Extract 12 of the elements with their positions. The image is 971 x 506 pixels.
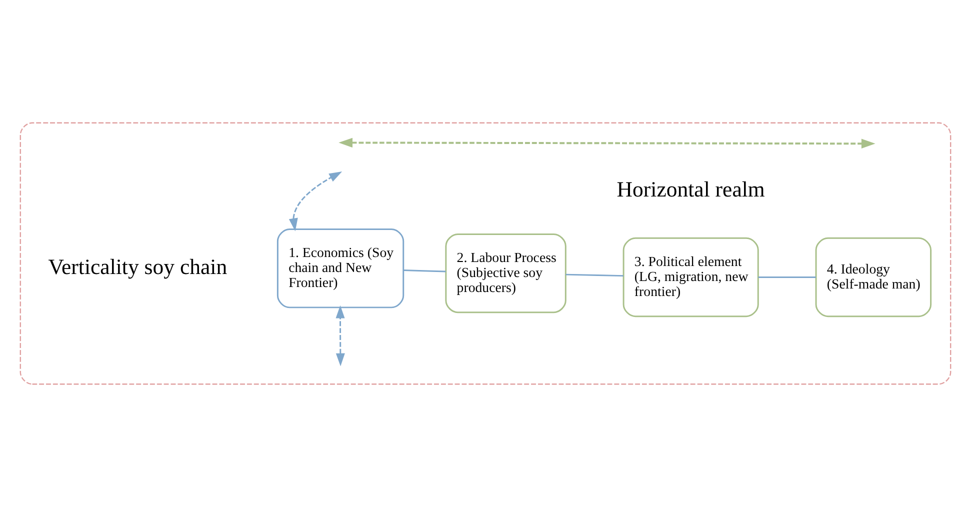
cluster: [20, 122, 952, 384]
node-box: 2. Labour Process (Subjective soy producers): [445, 232, 566, 313]
connector: [758, 276, 816, 278]
node-box: 3. Political element (LG, migration, new frontier): [622, 236, 759, 317]
node-box: 4. Ideology (Self-made man): [815, 236, 932, 317]
label: Verticality soy chain: [48, 254, 228, 278]
node-box: 1. Economics (Soy chain and New Frontier): [276, 228, 404, 308]
arrow: [288, 171, 342, 231]
connector: [566, 273, 624, 276]
connector: [404, 268, 446, 272]
arrow: [336, 304, 345, 366]
label: Horizontal realm: [616, 177, 765, 202]
